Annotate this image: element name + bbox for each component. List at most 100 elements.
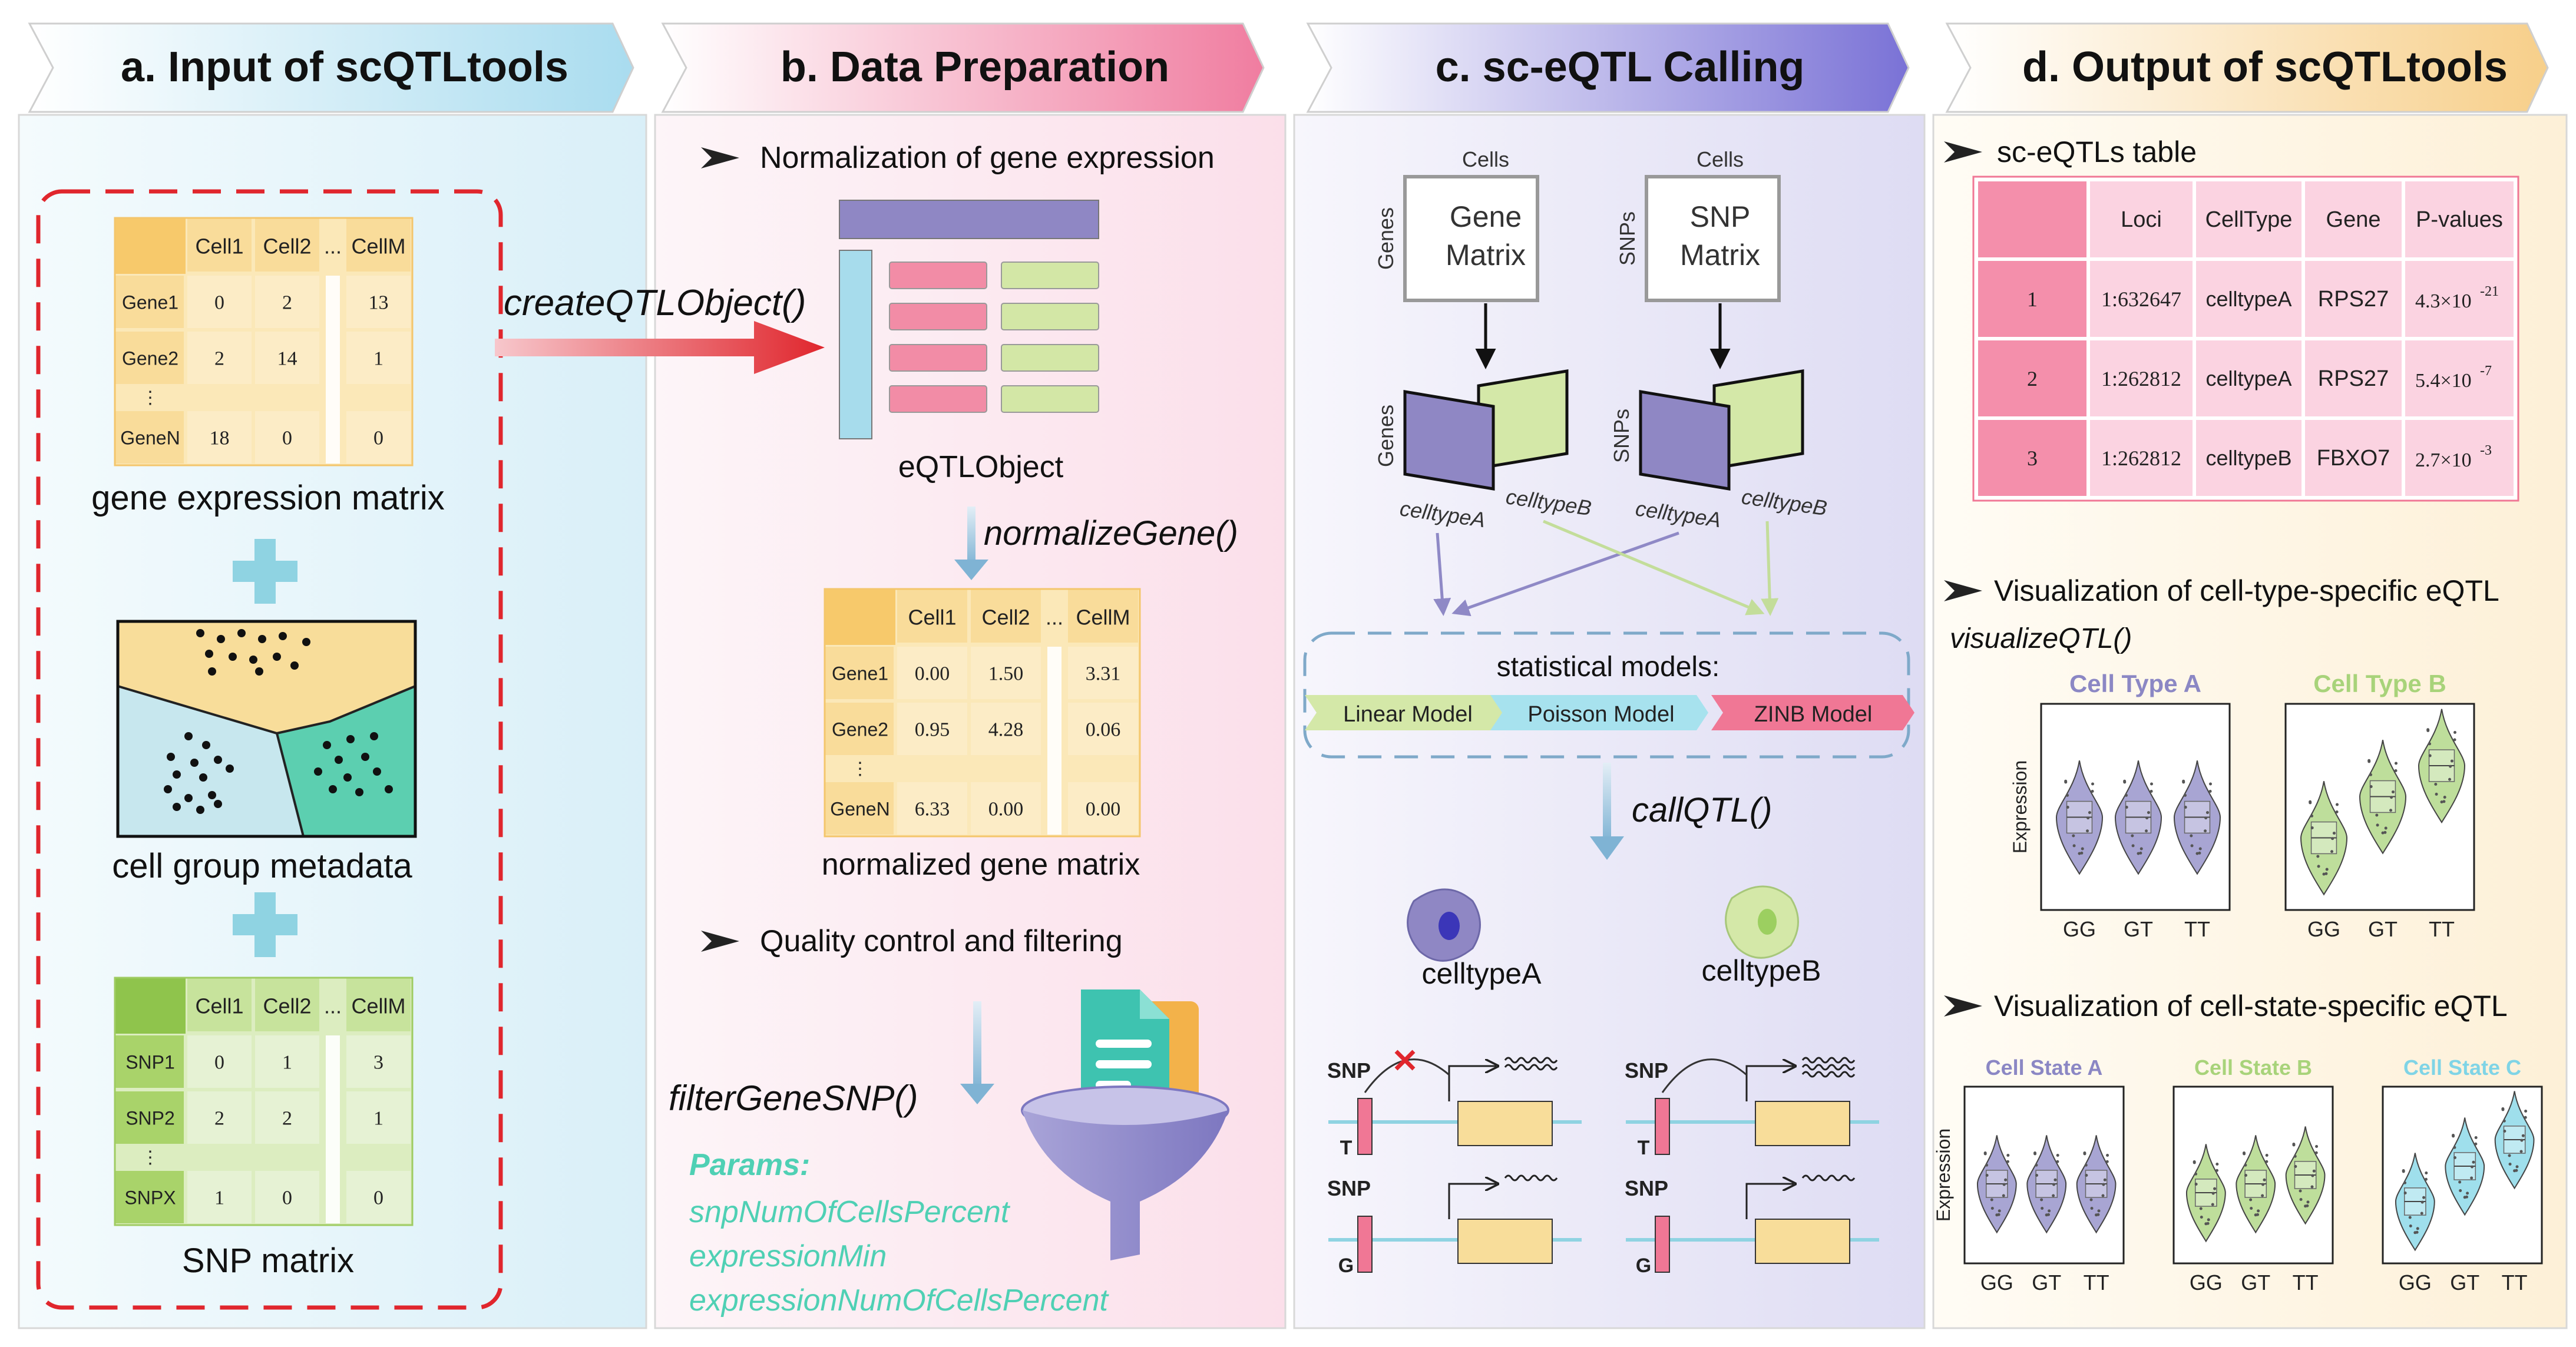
matrix-col-header: Cell2: [263, 994, 311, 1018]
table-cell-bg: [1978, 181, 2086, 257]
table-cell-bg: [2405, 261, 2514, 337]
table-header: CellType: [2205, 207, 2293, 232]
header-c-title: c. sc-eQTL Calling: [1436, 44, 1805, 91]
matrix-col-header: Cell2: [981, 605, 1030, 630]
violin-point: [2453, 1156, 2457, 1159]
table-cell-bg: [2090, 420, 2193, 496]
matrix-cell-value: 0: [214, 1052, 224, 1074]
matrix-row-label: Gene2: [122, 348, 178, 369]
violin-point: [2394, 769, 2398, 773]
matrix-cell-bg: [187, 332, 252, 384]
violin-point: [2316, 855, 2320, 858]
violin-point: [2384, 826, 2387, 830]
metadata-dot: [226, 764, 234, 773]
matrix-cell-value: 0.00: [988, 799, 1024, 820]
matrix-vdots: ⋮: [141, 1148, 159, 1167]
violin-point: [2052, 1194, 2055, 1197]
violin-point: [2086, 829, 2089, 833]
violin-point: [2453, 1146, 2456, 1149]
matrix-row-label: Gene1: [122, 292, 178, 313]
violin-point: [2215, 1163, 2219, 1166]
matrix-header-cell: [255, 218, 319, 272]
matrix-cell-value: 3: [373, 1052, 383, 1074]
matrix-cell-value: 1: [282, 1052, 292, 1074]
header-b-title: b. Data Preparation: [781, 44, 1169, 91]
violin-point: [2306, 1204, 2309, 1207]
violin-point: [2106, 1154, 2109, 1157]
model-label: Poisson Model: [1527, 702, 1674, 727]
metadata-dot: [258, 635, 266, 643]
table-cell-bg: [1978, 420, 2086, 496]
down-arrow: [954, 507, 988, 580]
matrix-row-label: GeneN: [120, 428, 180, 449]
matrix-corner: [115, 218, 186, 274]
plot-title: Cell State A: [1986, 1055, 2103, 1080]
connector-arrow: [1451, 531, 1679, 617]
metadata-dot: [279, 632, 287, 640]
violin-point: [2102, 1183, 2105, 1186]
tss-arrow: [1448, 1066, 1496, 1101]
violin-point: [2521, 1134, 2525, 1137]
violin-point: [2306, 1200, 2310, 1204]
violin-point: [2249, 1198, 2253, 1202]
violin-point: [2083, 1151, 2086, 1155]
matrix-cell-bg: [971, 647, 1041, 699]
create-function-label: createQTLObject(): [504, 283, 806, 323]
violin-point: [2211, 1192, 2215, 1195]
matrix-row-label-bg: [115, 276, 184, 328]
violin-point: [2435, 792, 2438, 796]
object-green-bar: [1001, 303, 1099, 330]
table-pvalue: 5.4×10: [2415, 370, 2472, 392]
transcript-waves: [1801, 1174, 1856, 1181]
matrix-row-label-bg: [115, 1171, 184, 1223]
violin-point: [2131, 834, 2134, 838]
connector-arrow: [1761, 521, 1779, 616]
genotype-label: GG: [2190, 1270, 2223, 1295]
genotype-label: TT: [2293, 1270, 2319, 1295]
step-normalization: Normalization of gene expression: [760, 141, 1215, 175]
violin-point: [2250, 1207, 2253, 1210]
input-dashed-border: [36, 189, 503, 1310]
normalize-function-label: normalizeGene(): [984, 514, 1238, 552]
plus-icon: [233, 539, 297, 604]
violin-point: [2208, 790, 2212, 793]
violin-point: [2452, 1134, 2455, 1137]
violin-point: [2265, 1160, 2269, 1163]
table-pvalue: 4.3×10: [2415, 290, 2472, 312]
violin-point: [2470, 1176, 2474, 1180]
violin-point: [2035, 1163, 2038, 1167]
violin-point: [2474, 1136, 2478, 1140]
matrix-header-cell: [187, 978, 252, 1031]
violin-point: [1985, 1163, 1989, 1167]
gene-matrix-caption: gene expression matrix: [91, 479, 445, 517]
violin-point: [2449, 764, 2452, 768]
viz1-function-label: visualizeQTL(): [1950, 623, 2132, 654]
violin-point: [2145, 829, 2148, 833]
matrix-row-label-bg: [825, 782, 894, 835]
metadata-dot: [290, 661, 299, 670]
violin-point: [2502, 1119, 2506, 1123]
violin-point: [2091, 790, 2094, 793]
metadata-dot: [249, 656, 257, 664]
genotype-label: TT: [2429, 917, 2455, 941]
violin-point: [2375, 813, 2379, 817]
violin-point: [2243, 1151, 2246, 1155]
violin-point: [1990, 1198, 1993, 1202]
layer-side-label: Genes: [1374, 405, 1398, 467]
matrix-header-cell: [346, 978, 411, 1031]
snp-label: SNP: [1625, 1176, 1668, 1200]
table-title: sc-eQTLs table: [1997, 135, 2197, 168]
violin-point: [1990, 1207, 1994, 1210]
bullet-arrow-icon: [1944, 580, 1982, 601]
header-b: b. Data Preparation: [661, 22, 1265, 113]
violin-point: [2292, 1143, 2296, 1146]
table-cell-bg: [1978, 340, 2086, 416]
matrix-cell-value: 2: [214, 348, 224, 370]
genotype-label: TT: [2502, 1270, 2528, 1295]
violin-point: [2088, 811, 2091, 815]
matrix-row-label: Gene2: [832, 719, 888, 740]
model-tag-poisson: Poisson Model: [1490, 695, 1708, 730]
matrix-cell-value: 1.50: [988, 663, 1024, 685]
